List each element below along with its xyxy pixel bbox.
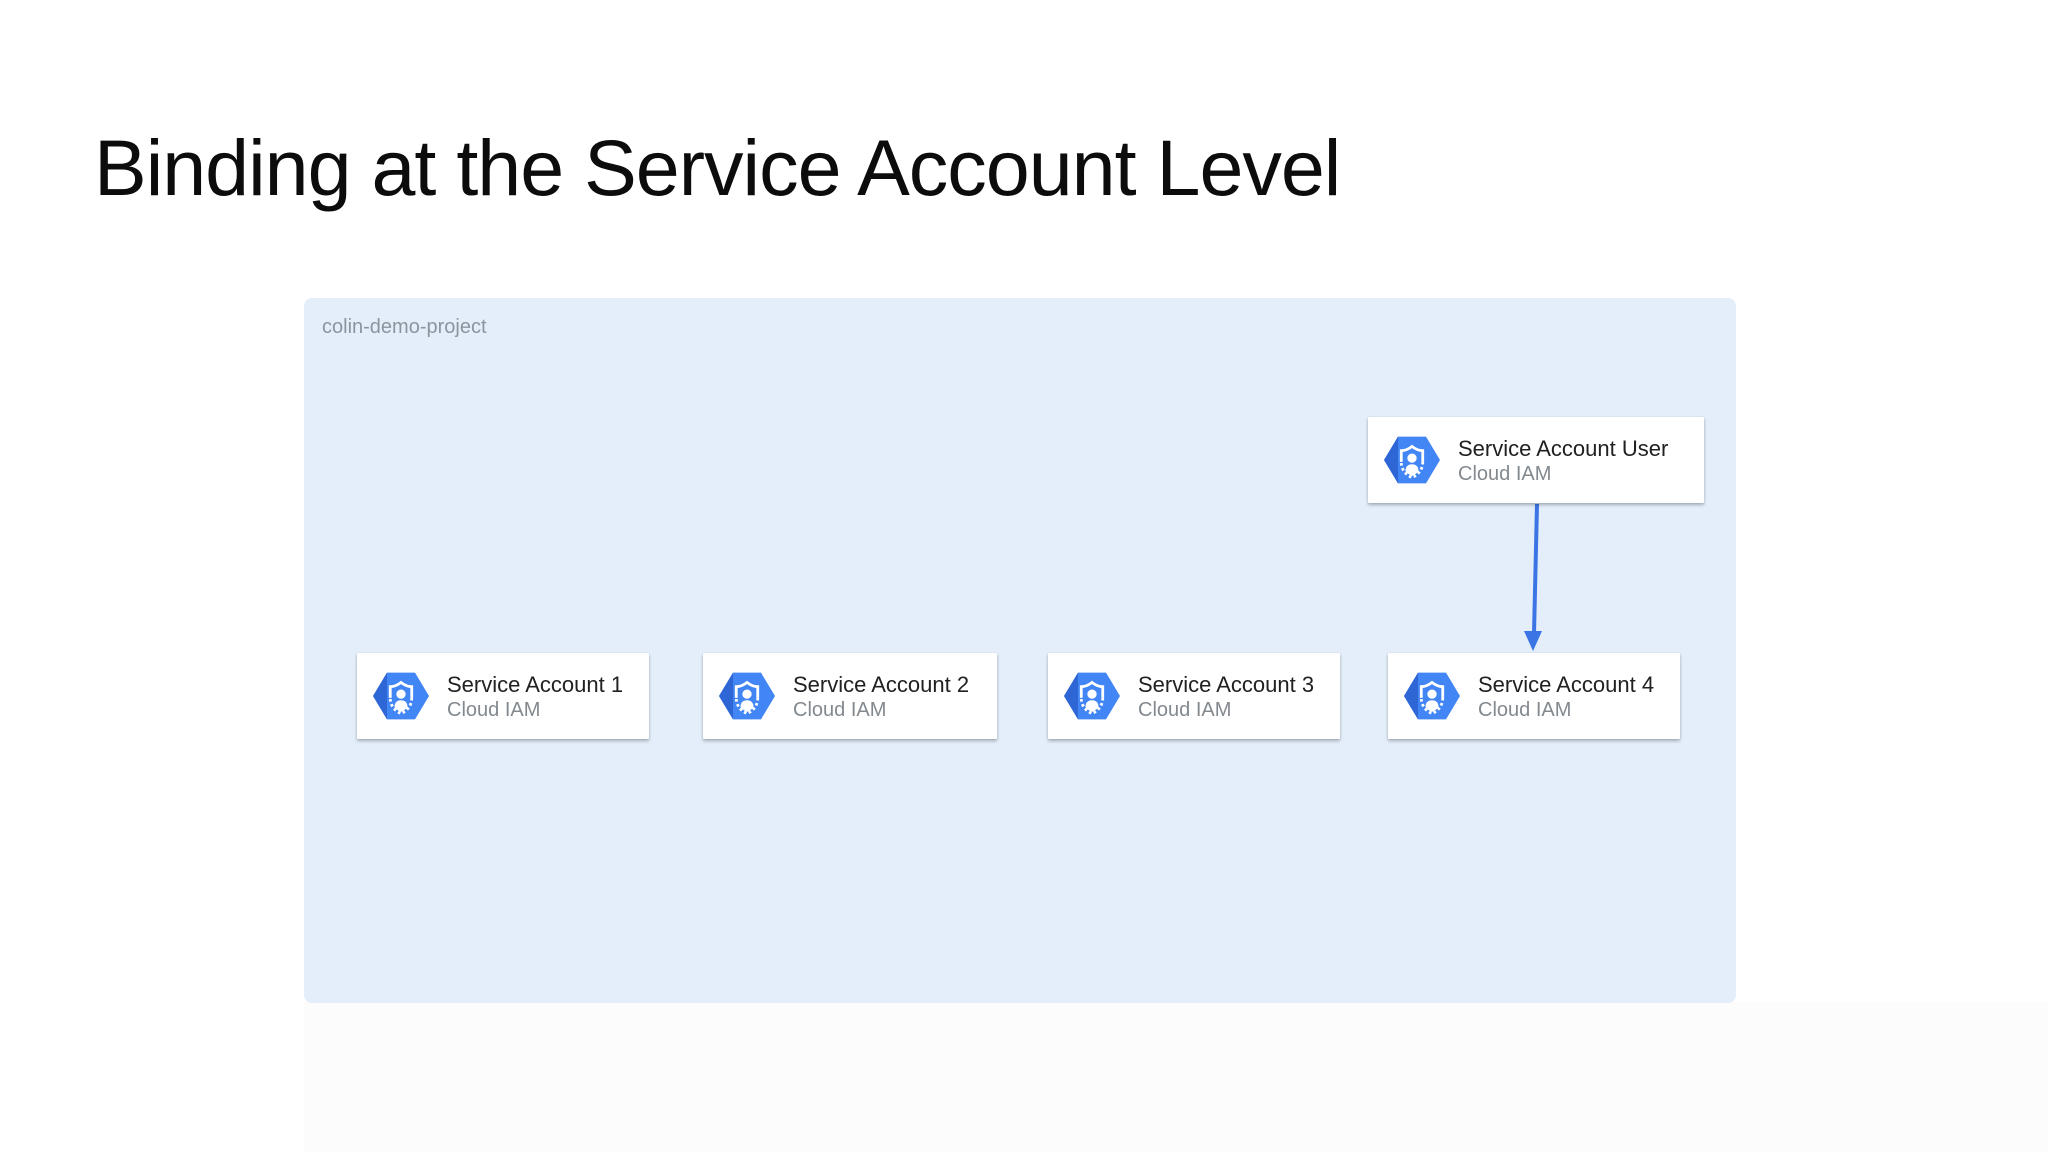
cloud-iam-icon bbox=[1384, 436, 1440, 484]
card-service-account-2[interactable]: Service Account 2 Cloud IAM bbox=[703, 653, 997, 739]
cloud-iam-icon bbox=[719, 672, 775, 720]
card-service-account-3[interactable]: Service Account 3 Cloud IAM bbox=[1048, 653, 1340, 739]
binding-arrow bbox=[1524, 503, 1542, 651]
card-title: Service Account 4 bbox=[1478, 671, 1655, 697]
cloud-iam-icon bbox=[1404, 672, 1460, 720]
card-subtitle: Cloud IAM bbox=[1458, 462, 1552, 485]
cloud-iam-icon bbox=[373, 672, 429, 720]
project-container: colin-demo-project Service Account User … bbox=[304, 298, 1736, 1003]
slide-background-strip bbox=[304, 1002, 2048, 1152]
card-service-account-user[interactable]: Service Account User Cloud IAM bbox=[1368, 417, 1704, 503]
card-subtitle: Cloud IAM bbox=[793, 698, 887, 721]
card-service-account-1[interactable]: Service Account 1 Cloud IAM bbox=[357, 653, 649, 739]
card-title: Service Account 2 bbox=[793, 671, 970, 697]
card-subtitle: Cloud IAM bbox=[1478, 698, 1572, 721]
card-title: Service Account 1 bbox=[447, 671, 624, 697]
cloud-iam-icon bbox=[1064, 672, 1120, 720]
card-title: Service Account User bbox=[1458, 435, 1669, 461]
card-subtitle: Cloud IAM bbox=[1138, 698, 1232, 721]
card-service-account-4[interactable]: Service Account 4 Cloud IAM bbox=[1388, 653, 1680, 739]
card-title: Service Account 3 bbox=[1138, 671, 1315, 697]
project-name-label: colin-demo-project bbox=[322, 316, 487, 338]
page-title: Binding at the Service Account Level bbox=[94, 123, 1341, 212]
card-subtitle: Cloud IAM bbox=[447, 698, 541, 721]
